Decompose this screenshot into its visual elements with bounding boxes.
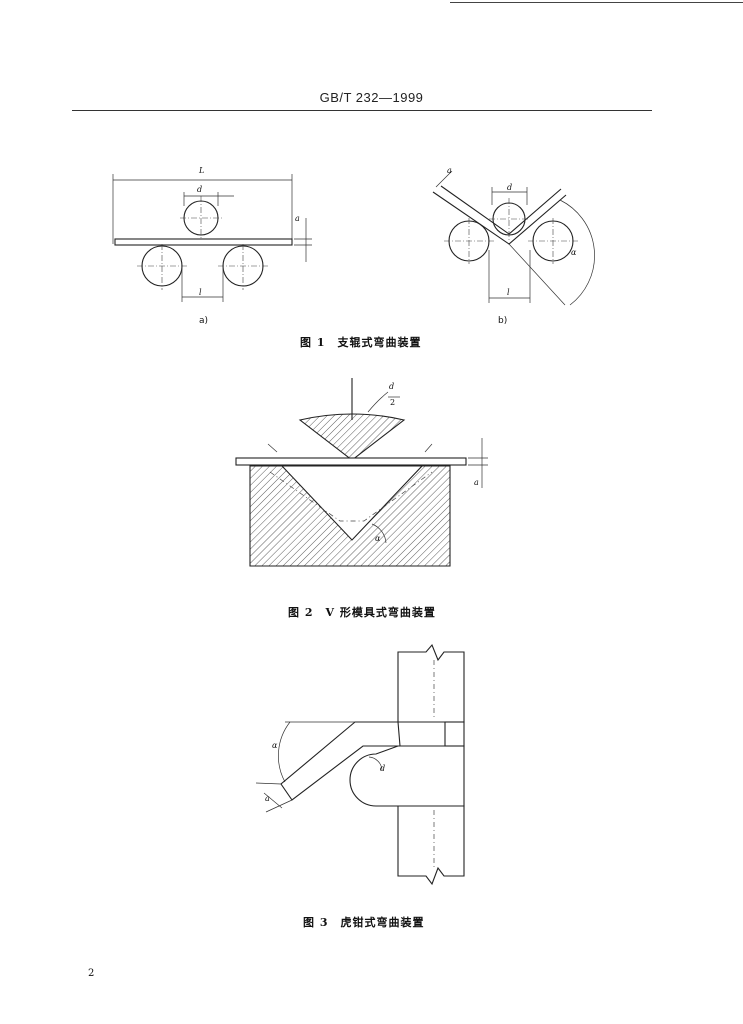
fig3-label-d: d: [380, 764, 386, 773]
fig1b-label-alpha: α: [571, 248, 577, 257]
header-rule: [72, 110, 652, 111]
fig3-label-alpha: α: [272, 741, 278, 750]
fig1a-label-a: a: [295, 214, 300, 223]
fig2-label-a: a: [474, 478, 479, 487]
page-number: 2: [88, 968, 95, 979]
figure-3-caption: 图 3 虎钳式弯曲装置: [303, 916, 425, 929]
figure-1-caption: 图 1 支辊式弯曲装置: [300, 336, 422, 349]
fig1a-label-l: l: [199, 288, 202, 297]
fig3-label-a: a: [265, 794, 270, 803]
fig1a-label-d: d: [197, 185, 203, 194]
fig1b-sublabel: b): [498, 316, 508, 326]
figure-2-drawing: [235, 378, 488, 567]
fig2-label-d: d: [389, 382, 395, 391]
fig2-label-alpha: α: [375, 534, 381, 543]
figure-1b-drawing: [432, 170, 595, 306]
fig1a-label-L: L: [199, 166, 205, 175]
fig1b-label-l: l: [507, 288, 510, 297]
fig1a-sublabel: a): [199, 316, 209, 326]
page-header: GB/T 232—1999: [319, 90, 424, 105]
figure-1a-drawing: [112, 174, 312, 302]
figure-2-caption: 图 2 V 形模具式弯曲装置: [288, 606, 436, 619]
fig2-label-2: 2: [390, 398, 396, 407]
figure-3-drawing: [255, 643, 465, 886]
fig1b-label-d: d: [507, 183, 513, 192]
top-scan-rule: [450, 2, 743, 3]
fig1b-label-a: a: [447, 166, 452, 175]
